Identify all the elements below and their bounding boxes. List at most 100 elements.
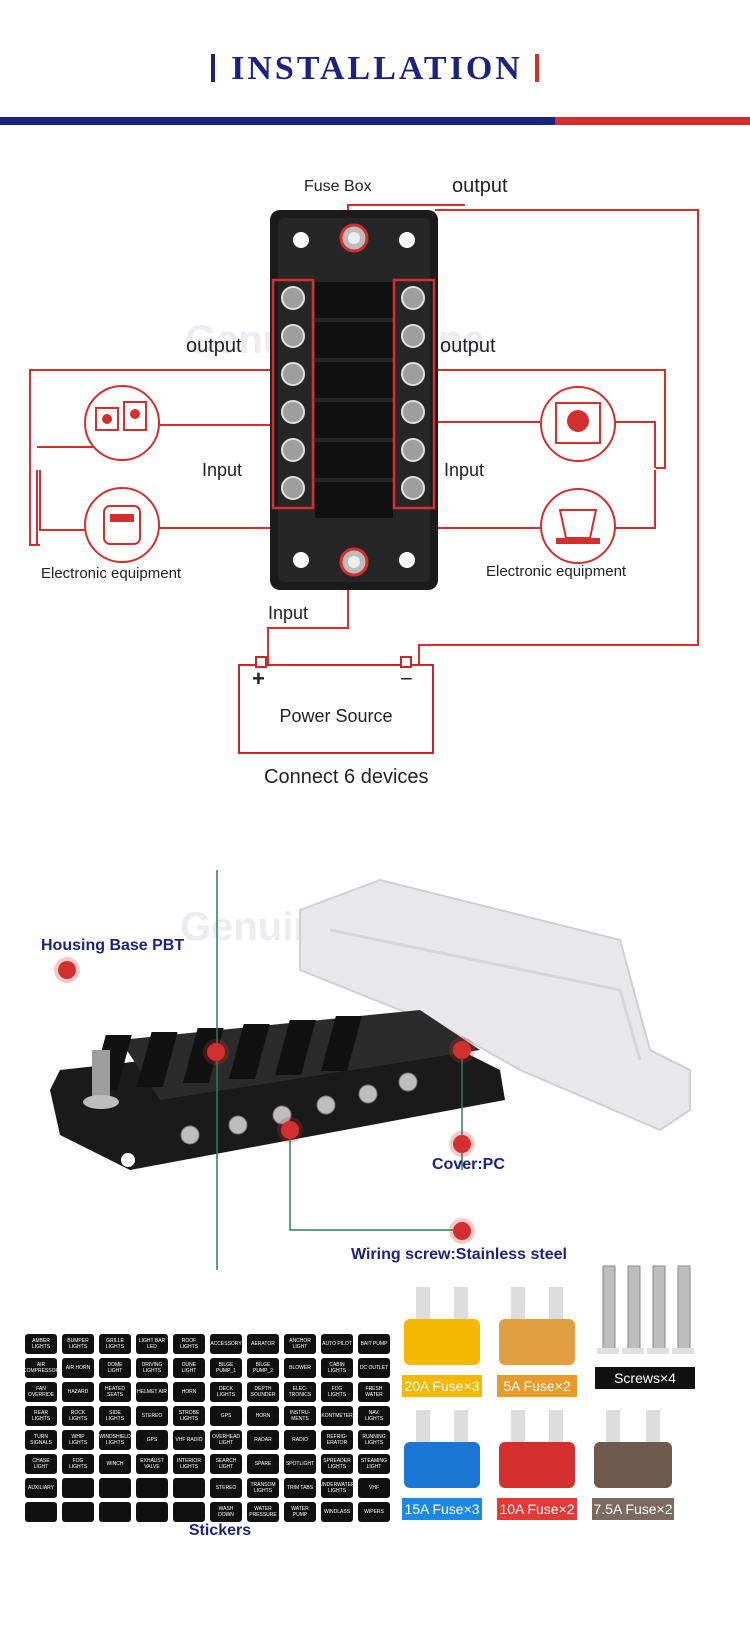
- sticker-label: AUXILIARY: [25, 1478, 57, 1498]
- housing-label: Housing Base PBT: [41, 937, 185, 954]
- sticker-label: STEREO: [136, 1406, 168, 1426]
- screw-dot: [453, 1222, 471, 1240]
- wiring-diagram: [29, 204, 699, 684]
- cover-label: Cover:PC: [432, 1156, 505, 1173]
- sticker-label: GPS: [136, 1430, 168, 1450]
- sticker-label: OVERHEAD LIGHT: [210, 1430, 242, 1450]
- sticker-label: SEARCH LIGHT: [210, 1454, 242, 1474]
- sticker-label: GPS: [210, 1406, 242, 1426]
- sticker-label: WIPERS: [358, 1502, 390, 1522]
- sticker-label: DEPTH SOUNDER: [247, 1382, 279, 1402]
- sticker-label: ANCHOR LIGHT: [284, 1334, 316, 1354]
- input-bottom-label: Input: [268, 603, 309, 623]
- sticker-label: DUNE LIGHT: [173, 1358, 205, 1378]
- header-bar-left: [211, 54, 216, 82]
- sticker-label: WASH DOWN: [210, 1502, 242, 1522]
- section-header: INSTALLATION: [0, 50, 750, 88]
- sticker-label: DECK LIGHTS: [210, 1382, 242, 1402]
- fuse-20a-label: 20A Fuse×3: [402, 1375, 482, 1397]
- equipment-left-label: Electronic equipment: [41, 565, 182, 582]
- sticker-label: GRILLE LIGHTS: [99, 1334, 131, 1354]
- fuse-box-label: Fuse Box: [304, 178, 372, 195]
- sticker-label: WATER PUMP: [284, 1502, 316, 1522]
- sticker-label: RUNNING LIGHTS: [358, 1430, 390, 1450]
- sticker-label: [99, 1502, 131, 1522]
- sticker-label: [62, 1502, 94, 1522]
- output-top-label: output: [452, 175, 508, 197]
- sticker-label: WINDLASS: [321, 1502, 353, 1522]
- sticker-label: RADIO: [284, 1430, 316, 1450]
- sticker-label: FOG LIGHTS: [321, 1382, 353, 1402]
- connect-note: Connect 6 devices: [264, 766, 429, 788]
- sticker-label: [99, 1478, 131, 1498]
- sticker-label: BAIT PUMP: [358, 1334, 390, 1354]
- sticker-label: SPREADER LIGHTS: [321, 1454, 353, 1474]
- sticker-label: REAR LIGHTS: [25, 1406, 57, 1426]
- fuse-20a: 20A Fuse×3: [402, 1285, 482, 1397]
- housing-dot: [58, 961, 76, 979]
- screws-icon: [597, 1265, 694, 1354]
- sticker-label: STEREO: [210, 1478, 242, 1498]
- fuse-10a-label: 10A Fuse×2: [497, 1498, 577, 1520]
- fuse-7-5a-label: 7.5A Fuse×2: [592, 1498, 674, 1520]
- wires: [29, 204, 699, 684]
- sticker-label: STROBE LIGHTS: [173, 1406, 205, 1426]
- equipment-icons: [84, 385, 616, 564]
- sticker-label: BILGE PUMP_1: [210, 1358, 242, 1378]
- sticker-label: BLOWER: [284, 1358, 316, 1378]
- sticker-label: RADAR: [247, 1430, 279, 1450]
- housing-target-dot: [207, 1043, 225, 1061]
- header-rule-red: [555, 117, 750, 125]
- sticker-label: INSTRU-MENTS: [284, 1406, 316, 1426]
- sticker-label: HELMET AIR: [136, 1382, 168, 1402]
- sticker-label: [173, 1502, 205, 1522]
- sticker-label: AIR HORN: [62, 1358, 94, 1378]
- sticker-label: NAV. LIGHTS: [358, 1406, 390, 1426]
- sticker-label: AUTO PILOT: [321, 1334, 353, 1354]
- sticker-label: DOME LIGHT: [99, 1358, 131, 1378]
- sticker-label: ELEC-TRONICS: [284, 1382, 316, 1402]
- sticker-label: SIDE LIGHTS: [99, 1406, 131, 1426]
- input-left-label: Input: [202, 460, 243, 480]
- cover-target-dot: [453, 1041, 471, 1059]
- screws: Screws×4: [595, 1262, 695, 1389]
- sticker-label: CHASE LIGHT: [25, 1454, 57, 1474]
- stickers-caption: Stickers: [188, 1522, 252, 1539]
- sticker-label: HAZARD: [62, 1382, 94, 1402]
- fuse-7-5a-icon: [594, 1410, 672, 1488]
- fuse-10a-icon: [499, 1410, 575, 1488]
- screws-label: Screws×4: [595, 1367, 695, 1389]
- fuse-15a: 15A Fuse×3: [402, 1408, 482, 1520]
- fuse-5a-icon: [499, 1287, 575, 1365]
- sticker-label: FOG LIGHTS: [62, 1454, 94, 1474]
- sticker-label: HEATED SEATS: [99, 1382, 131, 1402]
- sticker-label: AMBER LIGHTS: [25, 1334, 57, 1354]
- terminal-minus: [400, 656, 412, 668]
- sticker-label: SPOTLIGHT: [284, 1454, 316, 1474]
- sticker-label: WINDSHIELD LIGHTS: [99, 1430, 131, 1450]
- sticker-label: [136, 1478, 168, 1498]
- sticker-label: [136, 1502, 168, 1522]
- header-bar-right: [534, 54, 539, 82]
- sticker-label: DC OUTLET: [358, 1358, 390, 1378]
- fuse-20a-icon: [404, 1287, 480, 1365]
- fuse-7-5a: 7.5A Fuse×2: [592, 1408, 674, 1520]
- sticker-label: WATER PRESSURE: [247, 1502, 279, 1522]
- power-source-box: + − Power Source: [238, 664, 434, 754]
- fuse-5a: 5A Fuse×2: [497, 1285, 577, 1397]
- input-right-label: Input: [444, 460, 485, 480]
- sticker-label: AERATOR: [247, 1334, 279, 1354]
- sticker-label: TRANSOM LIGHTS: [247, 1478, 279, 1498]
- screw-target-dot: [281, 1121, 299, 1139]
- fuse-box-body: [270, 210, 438, 590]
- sticker-label: ACCESSORY: [210, 1334, 242, 1354]
- sticker-label: CABIN LIGHTS: [321, 1358, 353, 1378]
- sticker-label: HORN: [247, 1406, 279, 1426]
- sticker-label: AIR COMPRESSOR: [25, 1358, 57, 1378]
- product-illustration: [50, 870, 691, 1270]
- sticker-label: BUMPER LIGHTS: [62, 1334, 94, 1354]
- sticker-label: WHIP LIGHTS: [62, 1430, 94, 1450]
- sticker-label: DRIVING LIGHTS: [136, 1358, 168, 1378]
- header-rule-blue: [0, 117, 555, 125]
